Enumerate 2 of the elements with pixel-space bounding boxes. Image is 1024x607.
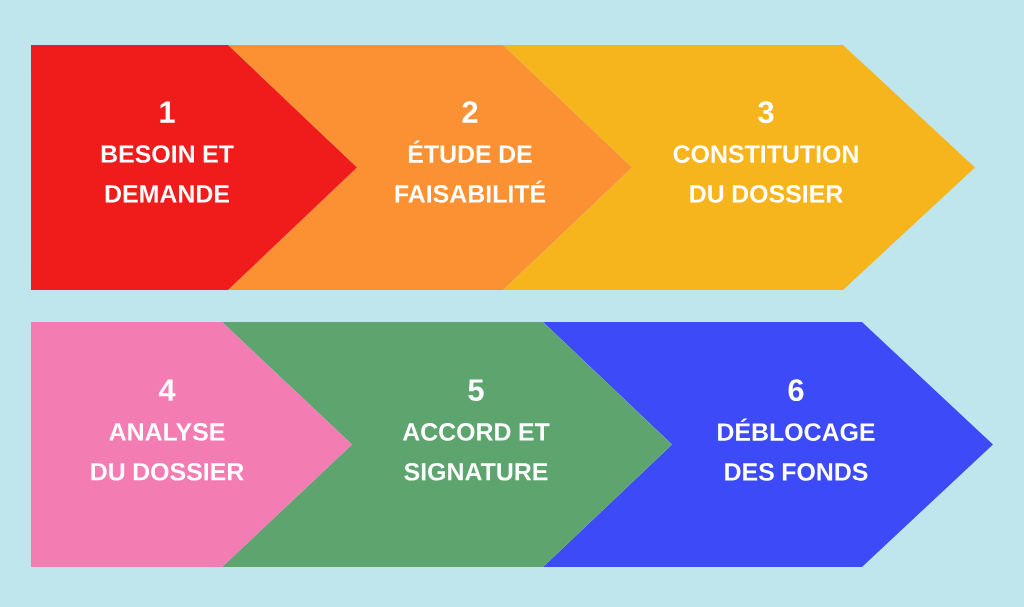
process-step: 1 BESOIN ET DEMANDE — [31, 45, 357, 290]
process-step: 4 ANALYSE DU DOSSIER — [31, 322, 352, 567]
